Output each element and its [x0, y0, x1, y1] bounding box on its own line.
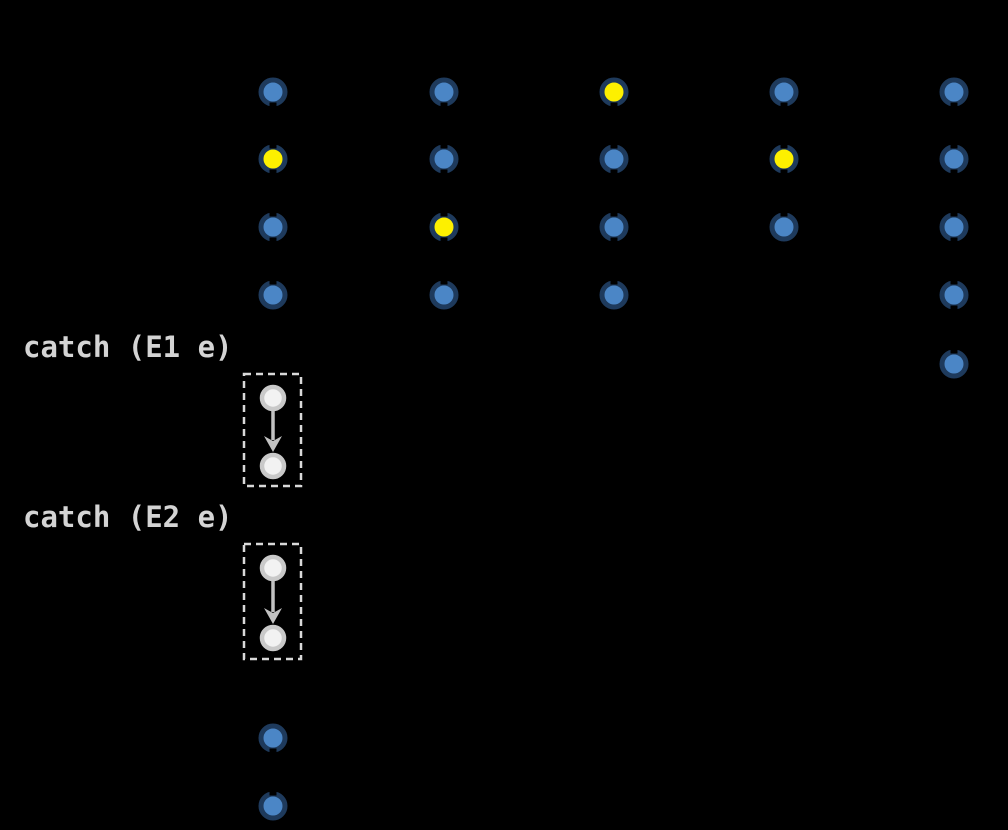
handler-dot [259, 554, 287, 582]
catch-e1-label: catch (E1 e) [23, 330, 233, 364]
event-dot [599, 142, 629, 176]
event-dot-highlighted [258, 142, 288, 176]
post-catch-trace [258, 723, 288, 821]
handler-dot [259, 452, 287, 480]
event-dot [258, 789, 288, 821]
event-dot [939, 77, 969, 109]
event-dot [769, 210, 799, 242]
event-dot [939, 278, 969, 312]
event-dot [429, 142, 459, 176]
catch-block-1 [242, 372, 303, 488]
event-dot [769, 77, 799, 109]
catch-e2-label: catch (E2 e) [23, 500, 233, 534]
event-dot [939, 210, 969, 244]
handler-dashed-box [242, 542, 303, 661]
event-dot [599, 210, 629, 244]
down-arrow-icon [264, 411, 282, 452]
event-dot-highlighted [599, 77, 629, 109]
trace-column-2 [429, 77, 459, 310]
trace-column-5 [939, 77, 969, 379]
event-dot [939, 347, 969, 379]
handler-dot [259, 624, 287, 652]
event-dot [258, 210, 288, 244]
event-dot [258, 278, 288, 310]
event-dot-highlighted [769, 142, 799, 176]
event-dot [258, 723, 288, 755]
event-dot [599, 278, 629, 310]
event-dot-highlighted [429, 210, 459, 244]
catch-block-2 [242, 542, 303, 661]
trace-column-4 [769, 77, 799, 242]
down-arrow-icon [264, 581, 282, 624]
handler-dot [259, 384, 287, 412]
event-dot [258, 77, 288, 109]
handler-dashed-box [242, 372, 303, 488]
trace-column-3 [599, 77, 629, 310]
event-dot [429, 77, 459, 109]
trace-column-1 [258, 77, 288, 310]
event-dot [939, 142, 969, 176]
event-dot [429, 278, 459, 310]
